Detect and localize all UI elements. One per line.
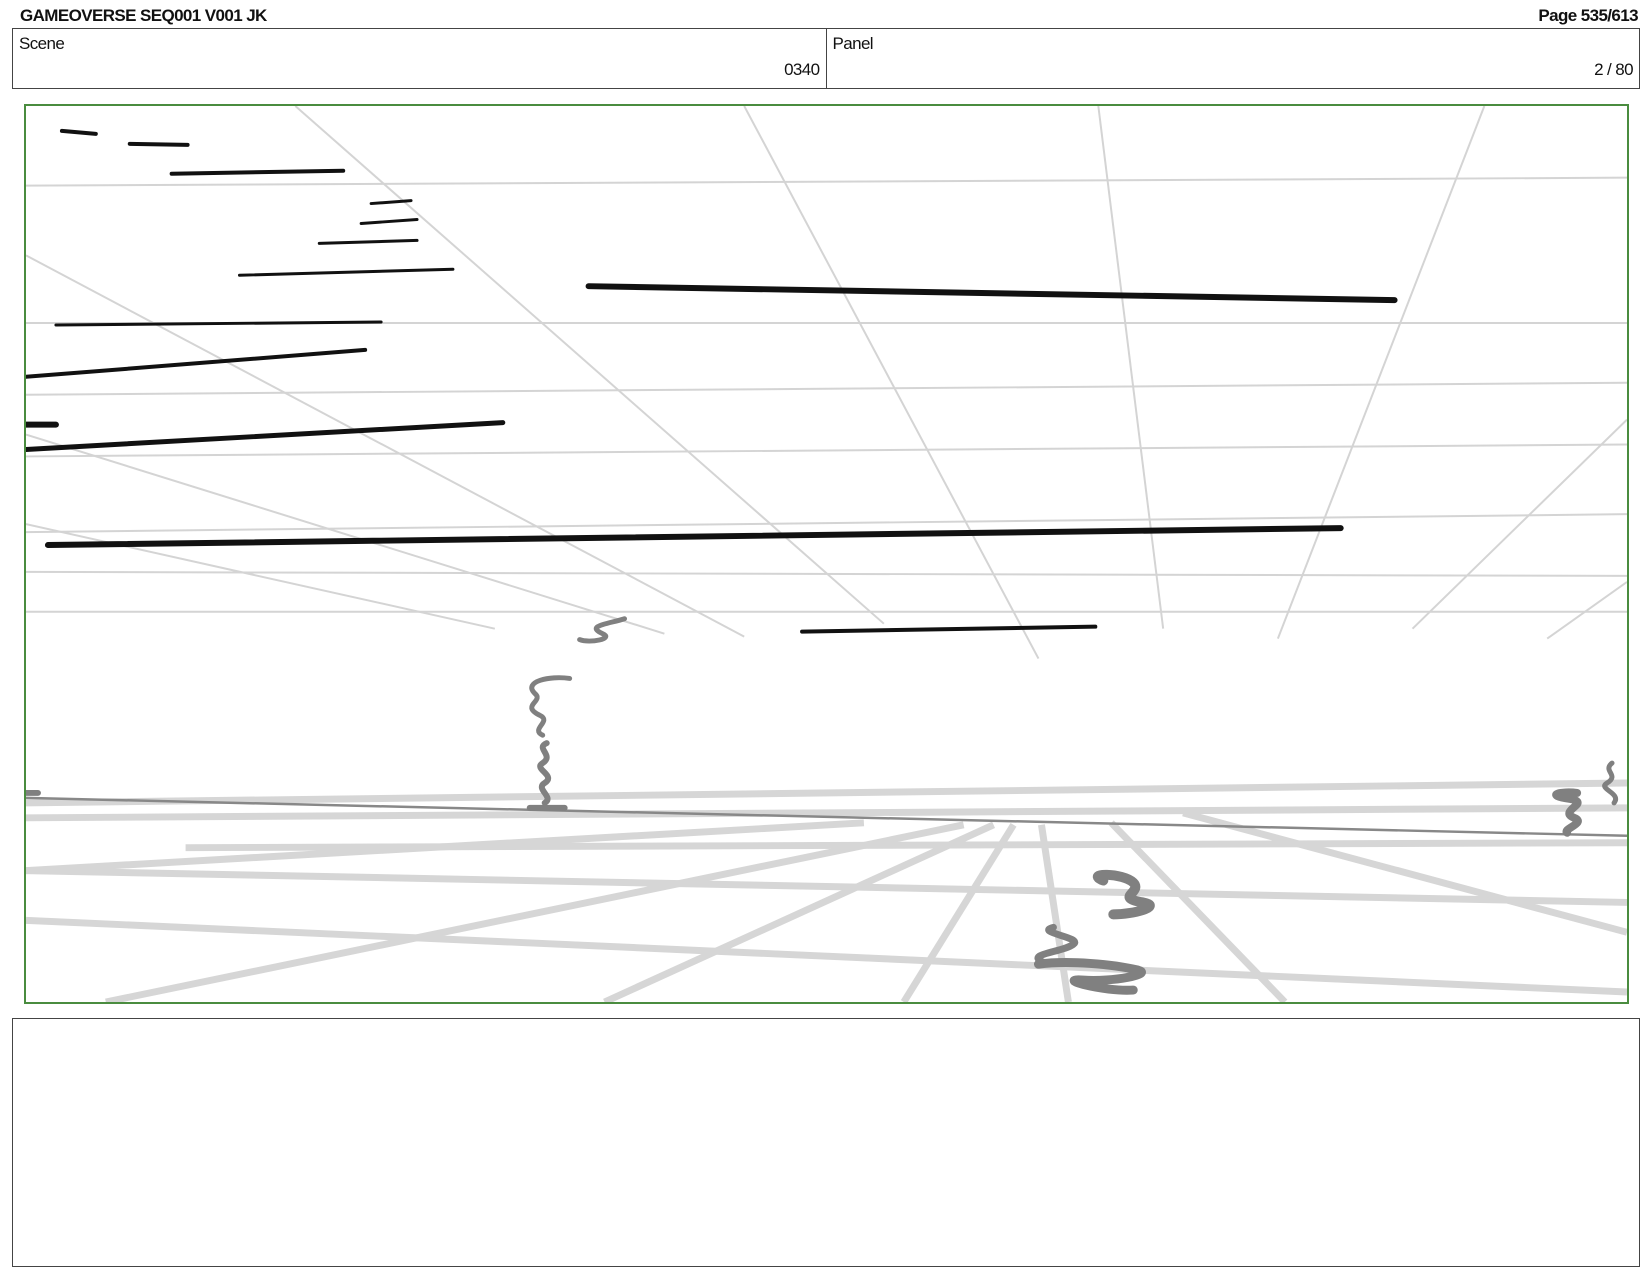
panel-cell: Panel 2 / 80 [825,29,1640,88]
panel-info-table: Scene 0340 Panel 2 / 80 [12,28,1640,89]
storyboard-sketch [26,106,1627,1002]
panel-notes-box [12,1018,1640,1267]
document-title: GAMEOVERSE SEQ001 V001 JK [20,6,267,25]
ceiling-grid [26,106,1627,660]
floor-grid [26,779,1627,1002]
scene-label: Scene [19,34,65,53]
ceiling-beams [26,128,1398,634]
panel-value: 2 / 80 [1594,60,1634,79]
horizon-line [26,796,1627,837]
page-number: Page 535/613 [1538,6,1638,25]
squiggle-sketches [26,616,1619,995]
panel-label: Panel [832,34,874,53]
scene-cell: Scene 0340 [13,29,826,88]
scene-value: 0340 [784,60,820,79]
storyboard-panel-frame [24,104,1629,1004]
